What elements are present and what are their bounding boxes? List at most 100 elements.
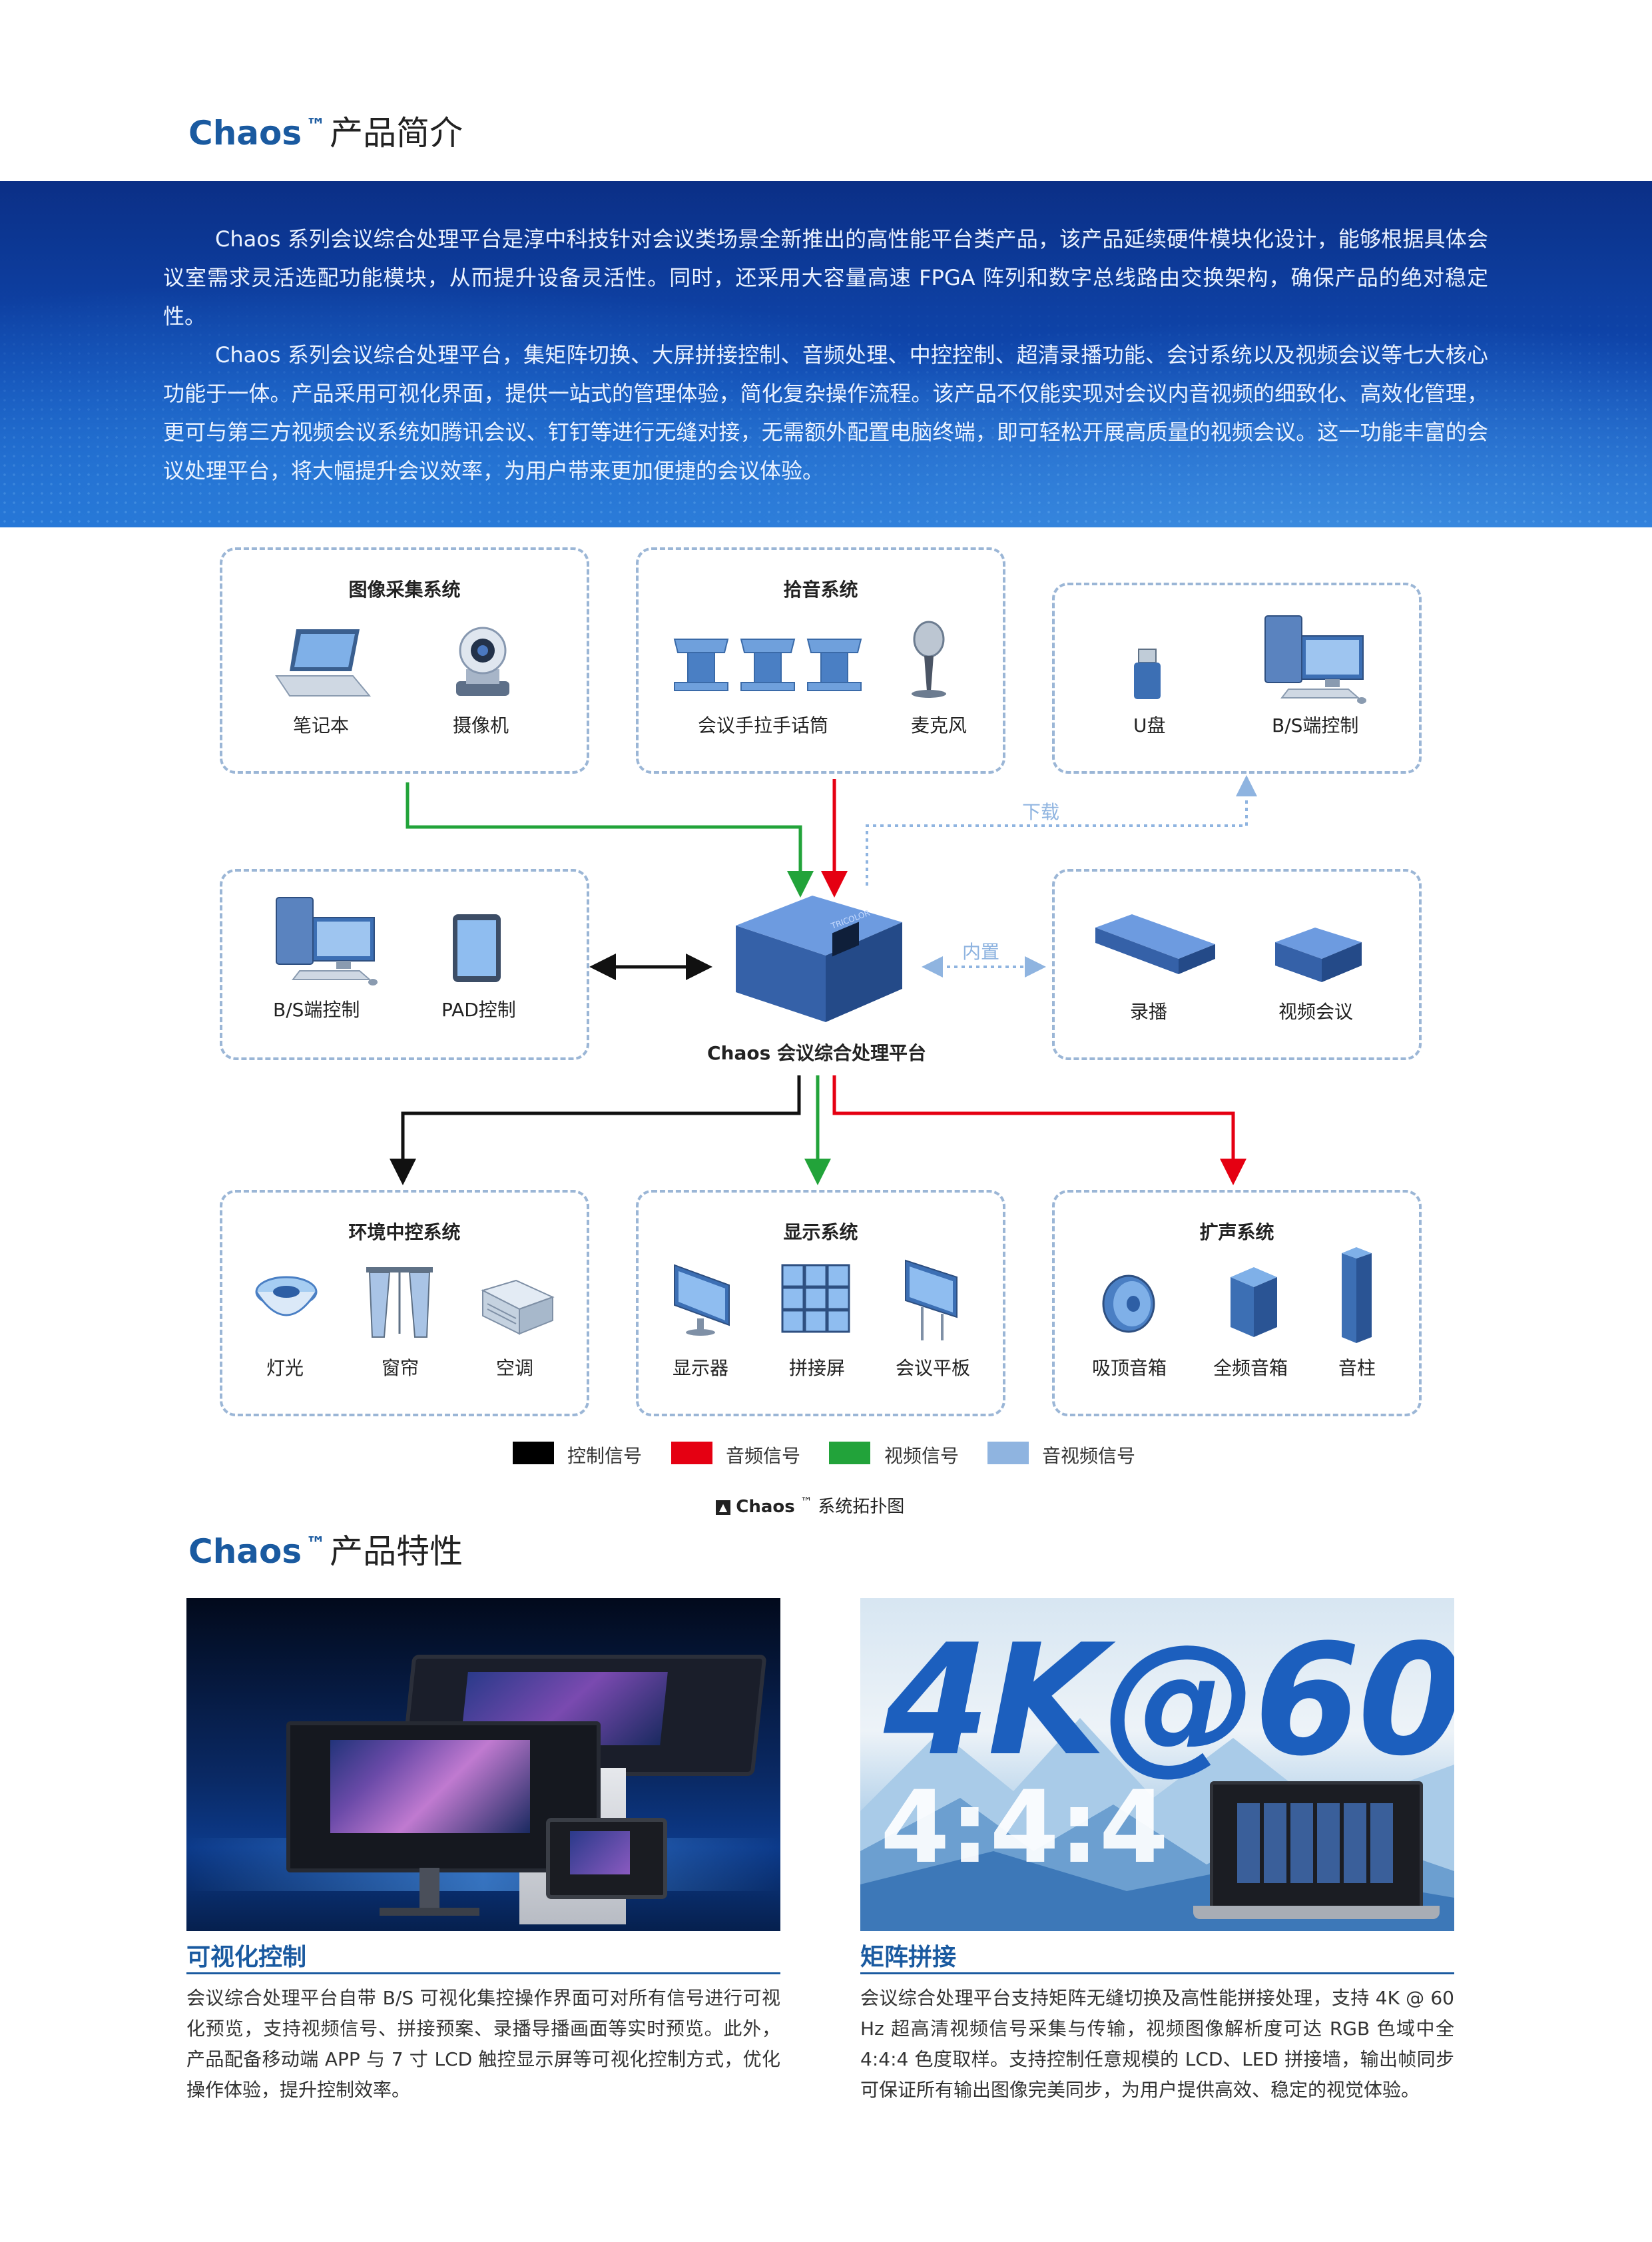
legend-swatch-control xyxy=(513,1442,554,1464)
full-range-speaker-icon xyxy=(1231,1267,1277,1337)
intro-text-block: Chaos 系列会议综合处理平台是淳中科技针对会议类场景全新推出的高性能平台类产… xyxy=(163,220,1488,490)
conference-panel-icon xyxy=(905,1259,958,1340)
monitor-stand xyxy=(419,1868,439,1911)
display-system-box: 显示系统 xyxy=(636,1190,1005,1416)
center-platform-label: Chaos 会议综合处理平台 xyxy=(707,1042,927,1064)
pad-control-label: PAD控制 xyxy=(441,999,516,1021)
legend-label-audio: 音频信号 xyxy=(726,1445,801,1467)
curtain-label: 窗帘 xyxy=(382,1357,419,1379)
ceiling-speaker-icon xyxy=(1102,1274,1155,1333)
device-brand-text: TRICOLOR xyxy=(829,908,871,931)
environment-control-title: 环境中控系统 xyxy=(348,1221,461,1243)
laptop-icon xyxy=(275,629,372,697)
conference-mic-label: 会议手拉手话筒 xyxy=(698,714,829,736)
legend-swatch-audio xyxy=(671,1442,712,1464)
visual-control-photo xyxy=(186,1598,780,1931)
ceiling-speaker-label: 吸顶音箱 xyxy=(1092,1357,1167,1379)
usb-drive-label: U盘 xyxy=(1133,714,1166,736)
light-label: 灯光 xyxy=(266,1357,304,1379)
visual-control-underline xyxy=(186,1972,780,1974)
intro-paragraph-2: Chaos 系列会议综合处理平台，集矩阵切换、大屏拼接控制、音频处理、中控控制、… xyxy=(163,342,1488,483)
caption-text: 系统拓扑图 xyxy=(818,1497,905,1517)
camera-icon xyxy=(456,627,509,696)
control-box xyxy=(220,869,589,1060)
video-wall-icon xyxy=(781,1264,850,1333)
caption-tm: ™ xyxy=(800,1495,813,1510)
curtain-icon xyxy=(366,1267,433,1338)
display-system-title: 显示系统 xyxy=(783,1221,858,1243)
monitor-label: 显示器 xyxy=(673,1357,729,1379)
air-conditioner-icon xyxy=(481,1279,555,1335)
laptop-keyboard xyxy=(1193,1906,1440,1919)
legend-swatch-video xyxy=(829,1442,870,1464)
legend-swatch-av xyxy=(987,1442,1029,1464)
monitor-base xyxy=(380,1908,479,1916)
microphone-icon xyxy=(912,621,946,698)
pickup-title: 拾音系统 xyxy=(783,579,858,601)
features-title-tm: ™ xyxy=(306,1533,326,1557)
recorder-label: 录播 xyxy=(1130,1001,1168,1023)
camera-label: 摄像机 xyxy=(453,714,509,736)
tablet-device xyxy=(546,1818,667,1899)
monitor-icon xyxy=(674,1264,730,1336)
caption-brand: Chaos xyxy=(736,1497,795,1517)
sound-system-title: 扩声系统 xyxy=(1199,1221,1274,1243)
laptop-label: 笔记本 xyxy=(293,714,350,736)
bs-control-label-top: B/S端控制 xyxy=(1272,714,1359,736)
intro-title-tm: ™ xyxy=(306,115,326,139)
matrix-splicing-photo: 4K@60 4:4:4 xyxy=(860,1598,1454,1931)
processing-platform-device-icon: TRICOLOR xyxy=(736,896,902,1022)
connector-download xyxy=(866,775,1257,886)
bs-control-label: B/S端控制 xyxy=(273,999,360,1021)
builtin-label: 内置 xyxy=(962,941,1000,963)
image-capture-box: 图像采集系统 xyxy=(220,547,589,774)
connector-control-out xyxy=(390,1075,801,1185)
video-wall-label: 拼接屏 xyxy=(789,1357,846,1379)
diagram-caption: ▲ Chaos ™ 系统拓扑图 xyxy=(716,1493,904,1518)
air-conditioner-label: 空调 xyxy=(496,1357,534,1379)
matrix-splicing-title: 矩阵拼接 xyxy=(860,1944,957,1971)
desktop-control-icon xyxy=(276,897,378,985)
intro-title-brand: Chaos xyxy=(188,114,302,152)
4k60-big-text: 4K@60 xyxy=(884,1612,1454,1790)
conference-panel-label: 会议平板 xyxy=(896,1357,971,1379)
conference-mic-icon xyxy=(673,639,862,691)
column-speaker-icon xyxy=(1342,1247,1372,1343)
column-speaker-label: 音柱 xyxy=(1338,1357,1376,1379)
usb-drive-icon xyxy=(1134,649,1161,699)
connector-video-in xyxy=(406,782,814,898)
visual-control-title: 可视化控制 xyxy=(186,1944,307,1971)
image-capture-title: 图像采集系统 xyxy=(348,579,461,601)
legend-label-av: 音视频信号 xyxy=(1042,1445,1136,1467)
legend-label-video: 视频信号 xyxy=(884,1445,960,1467)
light-icon xyxy=(255,1276,318,1316)
video-conference-device-icon xyxy=(1275,928,1362,982)
environment-control-box: 环境中控系统 xyxy=(220,1190,589,1416)
intro-title-text: 产品简介 xyxy=(330,114,463,152)
video-conference-label: 视频会议 xyxy=(1278,1001,1354,1023)
banner-dot-pattern xyxy=(0,181,1652,527)
matrix-splicing-underline xyxy=(860,1972,1454,1974)
444-sub-text: 4:4:4 xyxy=(880,1770,1169,1886)
matrix-splicing-text: 会议综合处理平台支持矩阵无缝切换及高性能拼接处理，支持 4K @ 60 Hz 超… xyxy=(860,1987,1454,2101)
storage-box xyxy=(1052,583,1422,774)
microphone-label: 麦克风 xyxy=(911,714,967,736)
desktop-computer-icon xyxy=(1264,615,1366,704)
legend-label-control: 控制信号 xyxy=(567,1445,643,1467)
visual-control-text: 会议综合处理平台自带 B/S 可视化集控操作界面可对所有信号进行可视化预览，支持… xyxy=(186,1987,780,2101)
laptop-display xyxy=(1210,1781,1423,1911)
recording-box xyxy=(1052,869,1422,1060)
caption-mark-icon: ▲ xyxy=(716,1500,730,1515)
pickup-box: 拾音系统 xyxy=(636,547,1005,774)
recorder-icon xyxy=(1095,914,1215,974)
features-title-brand: Chaos xyxy=(188,1532,302,1571)
download-label: 下载 xyxy=(1022,801,1060,823)
full-range-speaker-label: 全频音箱 xyxy=(1213,1357,1288,1379)
connector-audio-out xyxy=(832,1075,1246,1185)
sound-system-box: 扩声系统 xyxy=(1052,1190,1422,1416)
pad-icon xyxy=(453,914,501,982)
features-title-text: 产品特性 xyxy=(330,1532,463,1571)
intro-paragraph-1: Chaos 系列会议综合处理平台是淳中科技针对会议类场景全新推出的高性能平台类产… xyxy=(163,226,1488,329)
